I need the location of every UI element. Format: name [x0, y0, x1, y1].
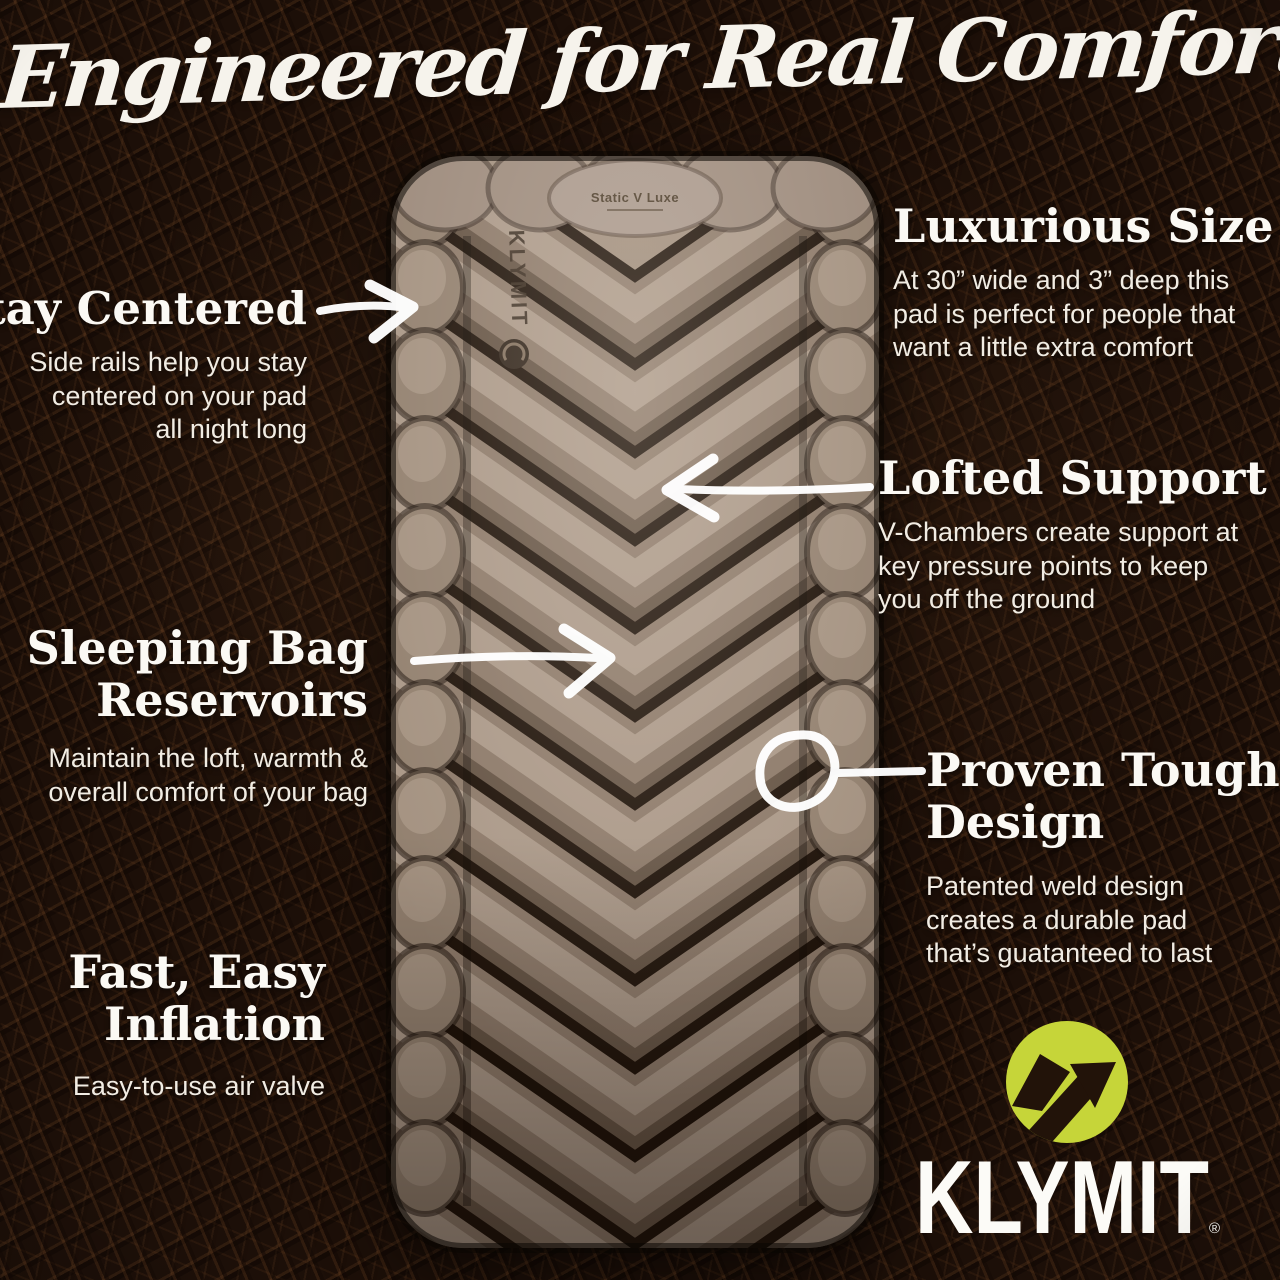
- callout-body: Patented weld design creates a durable p…: [926, 870, 1280, 971]
- body-line: Maintain the loft, warmth &: [48, 743, 368, 773]
- callout-heading: Inflation: [103, 997, 325, 1051]
- callout-fast-easy-inflation: Fast, Easy Inflation Easy-to-use air val…: [68, 946, 325, 1104]
- callout-heading: Fast, Easy: [68, 945, 325, 999]
- klymit-logo-icon: [1006, 1021, 1128, 1143]
- klymit-wordmark: KLYMIT: [915, 1140, 1209, 1248]
- callout-heading: Sleeping Bag: [26, 621, 368, 675]
- callout-heading: Stay Centered: [0, 282, 307, 335]
- body-line: centered on your pad: [51, 380, 307, 411]
- callout-proven-tough-design: Proven Tough Design Patented weld design…: [926, 744, 1280, 971]
- body-line: creates a durable pad: [926, 904, 1188, 935]
- callout-body: V-Chambers create support at key pressur…: [878, 516, 1267, 617]
- body-line: key pressure points to keep: [878, 550, 1209, 581]
- callout-heading: Reservoirs: [96, 673, 368, 727]
- pad-body: Static V Luxe KLYMIT: [391, 156, 879, 1248]
- body-line: that’s guatanteed to last: [926, 938, 1213, 968]
- callout-heading: Proven Tough: [926, 743, 1280, 797]
- body-line: At 30” wide and 3” deep this: [893, 265, 1230, 295]
- callout-body: Easy-to-use air valve: [68, 1070, 325, 1104]
- body-line: want a little extra comfort: [893, 332, 1194, 362]
- callout-luxurious-size: Luxurious Size At 30” wide and 3” deep t…: [893, 200, 1274, 365]
- callout-heading: Design: [926, 795, 1105, 849]
- body-line: overall comfort of your bag: [48, 776, 368, 807]
- registered-trademark: ®: [1209, 1220, 1220, 1237]
- body-line: Patented weld design: [926, 871, 1185, 901]
- sleeping-pad-illustration: Static V Luxe KLYMIT: [383, 146, 887, 1258]
- klymit-logo-svg: KLYMIT ®: [915, 1021, 1220, 1256]
- body-line: Easy-to-use air valve: [72, 1071, 325, 1101]
- body-line: all night long: [155, 414, 307, 444]
- body-line: you off the ground: [878, 584, 1096, 614]
- klymit-logo: KLYMIT ®: [912, 1008, 1230, 1256]
- callout-body: Maintain the loft, warmth & overall comf…: [27, 742, 368, 809]
- callout-heading: Lofted Support: [878, 451, 1267, 505]
- sleeping-pad-svg: Static V Luxe KLYMIT: [386, 151, 884, 1253]
- body-line: Side rails help you stay: [29, 347, 307, 377]
- callout-lofted-support: Lofted Support V-Chambers create support…: [878, 452, 1267, 617]
- page-title: Engineered for Real Comfort: [0, 0, 1280, 130]
- callout-body: Side rails help you stay centered on you…: [0, 346, 307, 447]
- callout-heading: Luxurious Size: [893, 199, 1274, 253]
- body-line: V-Chambers create support at: [878, 517, 1239, 547]
- callout-body: At 30” wide and 3” deep this pad is perf…: [893, 264, 1274, 365]
- body-line: pad is perfect for people that: [893, 298, 1236, 329]
- callout-stay-centered: Stay Centered Side rails help you stay c…: [0, 284, 307, 447]
- callout-sleeping-bag-reservoirs: Sleeping Bag Reservoirs Maintain the lof…: [27, 622, 368, 809]
